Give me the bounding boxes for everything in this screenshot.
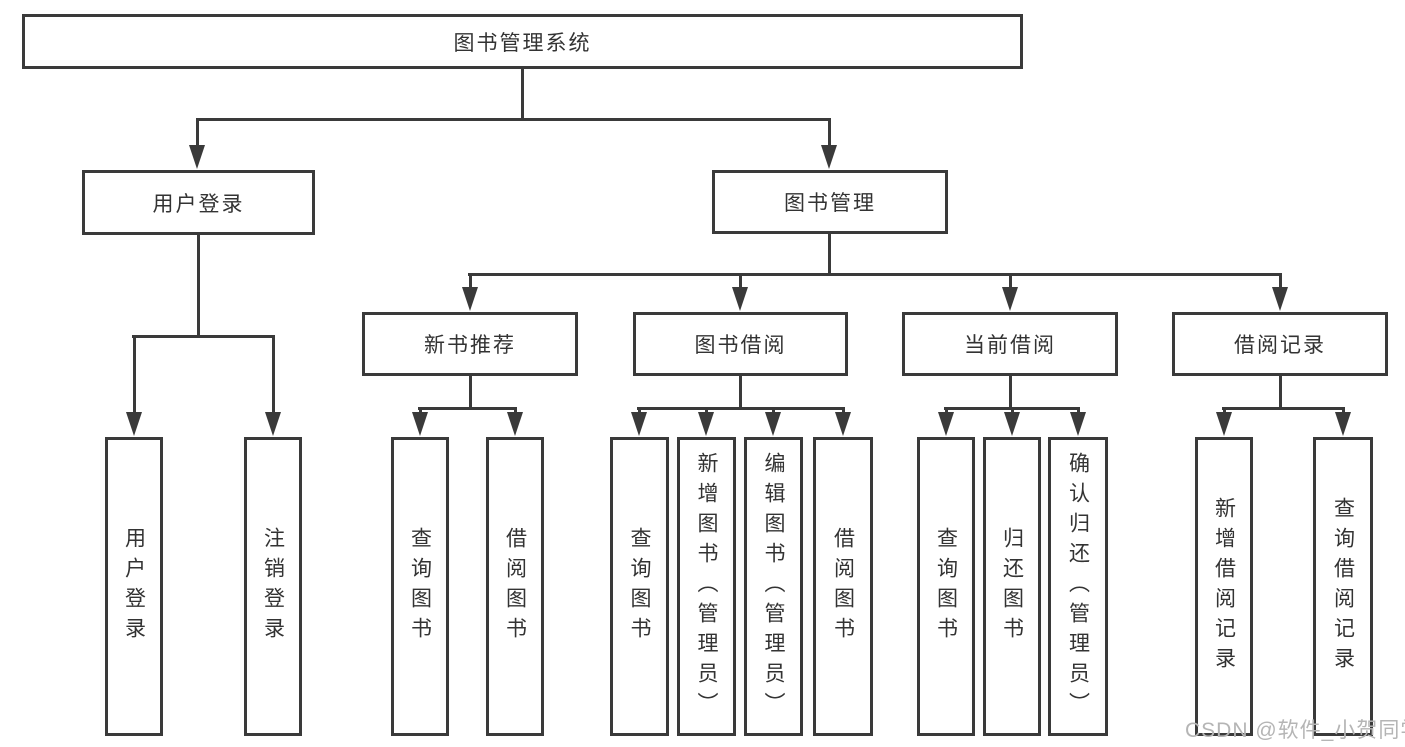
- node-borrow-records-label: 借阅记录: [1234, 334, 1326, 357]
- node-new-book-recommend: 新书推荐: [362, 312, 578, 376]
- arrowhead-down-icon: [938, 412, 954, 436]
- leaf-current-confirm-admin-label: 确认归还（管理员）: [1066, 451, 1090, 722]
- node-book-management: 图书管理: [712, 170, 948, 234]
- arrowhead-down-icon: [189, 145, 205, 169]
- node-current-borrow-label: 当前借阅: [964, 334, 1056, 357]
- connector-line: [739, 376, 742, 410]
- node-user-login: 用户登录: [82, 170, 315, 235]
- connector-line: [197, 233, 200, 336]
- connector-line: [133, 338, 136, 416]
- arrowhead-down-icon: [732, 287, 748, 311]
- node-new-book-recommend-label: 新书推荐: [424, 334, 516, 357]
- node-book-borrow: 图书借阅: [633, 312, 848, 376]
- leaf-records-add-label: 新增借阅记录: [1212, 496, 1236, 677]
- leaf-current-query-label: 查询图书: [934, 526, 958, 647]
- leaf-logout-label: 注销登录: [261, 526, 285, 647]
- leaf-logout: 注销登录: [244, 437, 302, 736]
- node-borrow-records: 借阅记录: [1172, 312, 1388, 376]
- leaf-records-add: 新增借阅记录: [1195, 437, 1253, 736]
- leaf-user-login: 用户登录: [105, 437, 163, 736]
- node-user-login-label: 用户登录: [152, 192, 245, 216]
- connector-line: [1009, 276, 1012, 292]
- leaf-newbook-borrow: 借阅图书: [486, 437, 544, 736]
- arrowhead-down-icon: [1070, 412, 1086, 436]
- arrowhead-down-icon: [698, 412, 714, 436]
- node-root-label: 图书管理系统: [453, 31, 592, 55]
- leaf-newbook-borrow-label: 借阅图书: [503, 526, 527, 647]
- connector-line: [1279, 276, 1282, 292]
- arrowhead-down-icon: [1004, 412, 1020, 436]
- connector-line: [418, 407, 517, 410]
- leaf-newbook-query: 查询图书: [391, 437, 449, 736]
- arrowhead-down-icon: [1272, 287, 1288, 311]
- arrowhead-down-icon: [835, 412, 851, 436]
- arrowhead-down-icon: [631, 412, 647, 436]
- arrowhead-down-icon: [1002, 287, 1018, 311]
- connector-line: [196, 121, 199, 153]
- node-book-management-label: 图书管理: [784, 192, 876, 215]
- arrowhead-down-icon: [1216, 412, 1232, 436]
- node-current-borrow: 当前借阅: [902, 312, 1118, 376]
- leaf-newbook-query-label: 查询图书: [408, 526, 432, 647]
- leaf-borrow-add-admin-label: 新增图书（管理员）: [695, 451, 718, 722]
- connector-line: [637, 407, 845, 410]
- connector-line: [196, 118, 831, 121]
- node-book-borrow-label: 图书借阅: [694, 334, 787, 357]
- leaf-current-return-label: 归还图书: [1000, 526, 1024, 647]
- leaf-current-query: 查询图书: [917, 437, 975, 736]
- arrowhead-down-icon: [126, 412, 142, 436]
- connector-line: [132, 335, 275, 338]
- leaf-borrow-edit-admin-label: 编辑图书（管理员）: [762, 451, 785, 722]
- connector-line: [828, 121, 831, 153]
- arrowhead-down-icon: [462, 287, 478, 311]
- leaf-borrow-lend-label: 借阅图书: [831, 526, 855, 647]
- arrowhead-down-icon: [821, 145, 837, 169]
- leaf-borrow-edit-admin: 编辑图书（管理员）: [744, 437, 803, 736]
- connector-line: [944, 407, 1080, 410]
- leaf-records-query-label: 查询借阅记录: [1331, 496, 1355, 677]
- leaf-borrow-add-admin: 新增图书（管理员）: [677, 437, 736, 736]
- arrowhead-down-icon: [507, 412, 523, 436]
- leaf-borrow-query-label: 查询图书: [628, 526, 651, 647]
- connector-line: [1222, 407, 1345, 410]
- connector-line: [1279, 376, 1282, 410]
- connector-line: [739, 276, 742, 292]
- connector-line: [521, 68, 524, 121]
- connector-line: [272, 338, 275, 416]
- leaf-borrow-query: 查询图书: [610, 437, 669, 736]
- connector-line: [469, 376, 472, 410]
- arrowhead-down-icon: [265, 412, 281, 436]
- leaf-records-query: 查询借阅记录: [1313, 437, 1373, 736]
- arrowhead-down-icon: [1335, 412, 1351, 436]
- connector-line: [468, 273, 1282, 276]
- arrowhead-down-icon: [765, 412, 781, 436]
- connector-line: [1009, 376, 1012, 410]
- node-root: 图书管理系统: [22, 14, 1023, 69]
- arrowhead-down-icon: [412, 412, 428, 436]
- leaf-current-return: 归还图书: [983, 437, 1041, 736]
- leaf-user-login-label: 用户登录: [122, 526, 146, 647]
- leaf-borrow-lend: 借阅图书: [813, 437, 873, 736]
- csdn-watermark: CSDN @软件_小贺同学: [1185, 719, 1405, 742]
- leaf-current-confirm-admin: 确认归还（管理员）: [1048, 437, 1108, 736]
- connector-line: [828, 233, 831, 276]
- connector-line: [469, 276, 472, 292]
